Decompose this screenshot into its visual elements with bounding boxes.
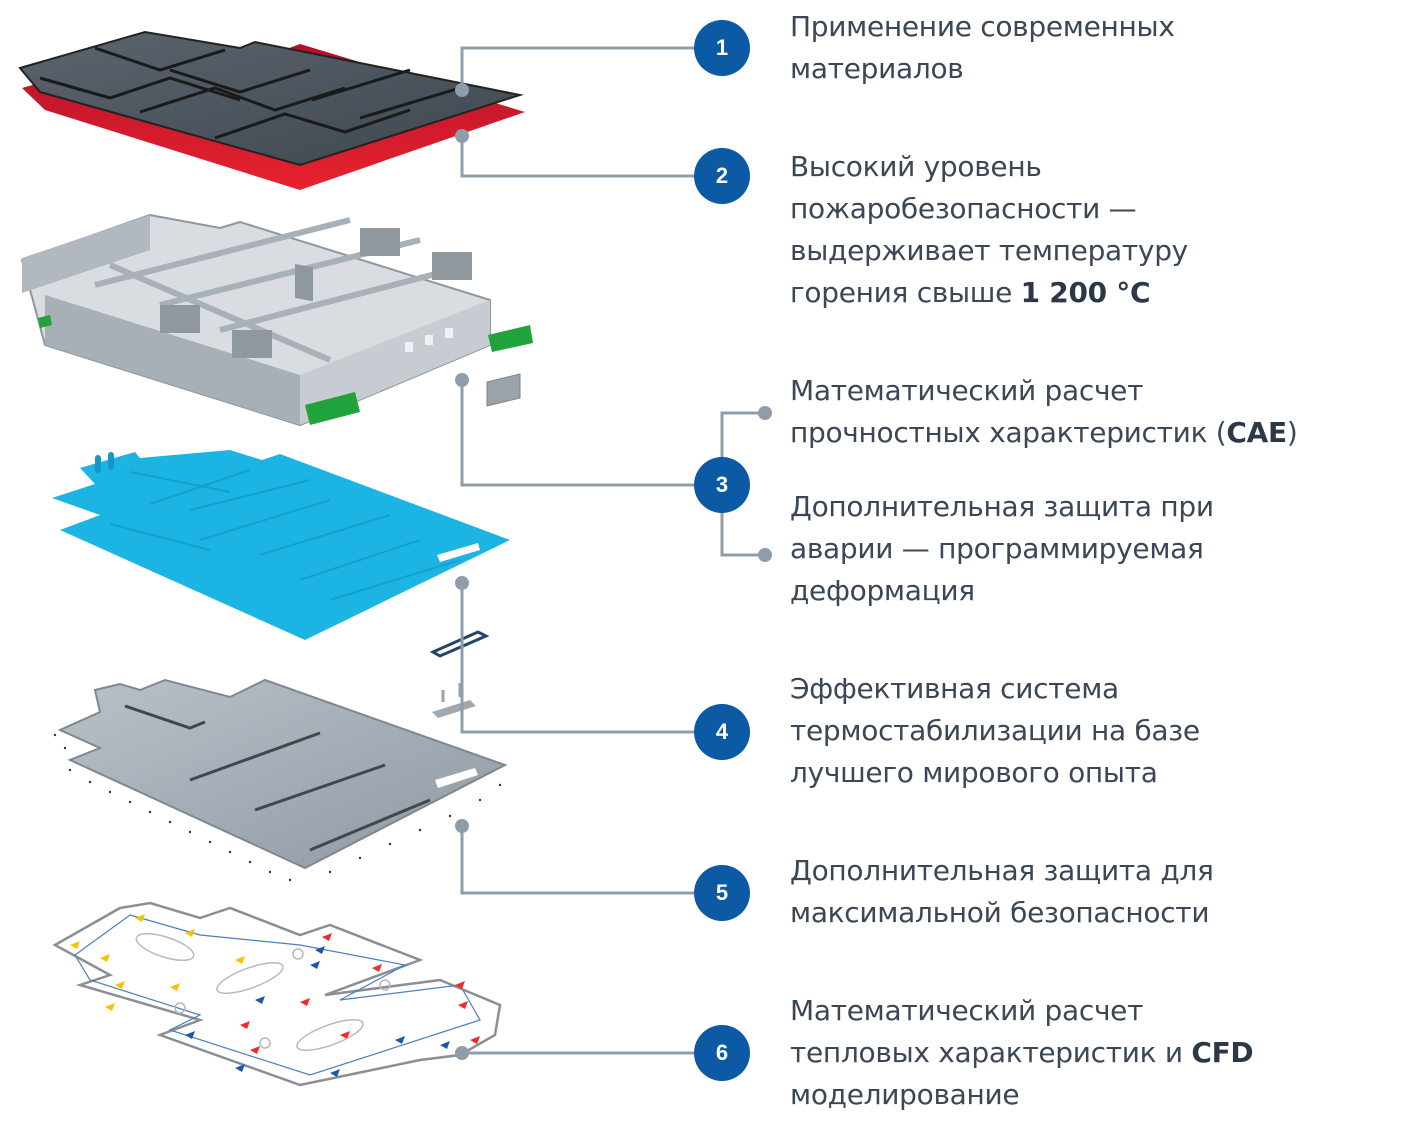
connector-2 — [455, 129, 722, 178]
feature-2-text: Высокий уровень пожаробезопасности — выд… — [790, 150, 1188, 309]
cooling-plate — [52, 450, 510, 640]
badge-6: 6 — [694, 1025, 750, 1081]
thermal-connector-parts — [429, 630, 490, 718]
feature-4-text: Эффективная система термостабилизации на… — [790, 672, 1200, 789]
bottom-protection-tray — [53, 678, 508, 882]
cfd-label: CFD — [1191, 1036, 1254, 1069]
badge-3: 3 — [694, 457, 750, 513]
badge-1: 1 — [694, 20, 750, 76]
connector-1 — [455, 46, 722, 97]
feature-6-text: Математический расчет тепловых характери… — [790, 994, 1254, 1111]
cae-label: CAE — [1226, 416, 1287, 449]
connector-5 — [455, 819, 722, 895]
feature-3a-text: Математический расчет прочностных характ… — [790, 374, 1298, 449]
cooling-flow-diagram — [52, 901, 502, 1087]
connector-4 — [455, 576, 722, 734]
feature-1-text: Применение современных материалов — [790, 10, 1175, 85]
badge-5: 5 — [694, 865, 750, 921]
badge-4: 4 — [694, 704, 750, 760]
temperature-value: 1 200 °C — [1020, 276, 1151, 309]
connector-6 — [455, 1046, 722, 1060]
feature-3b-text: Дополнительная защита при аварии — прогр… — [790, 490, 1214, 607]
feature-5-text: Дополнительная защита для максимальной б… — [790, 854, 1214, 929]
composite-lid — [18, 30, 524, 167]
badge-2: 2 — [694, 148, 750, 204]
structural-frame — [20, 213, 533, 427]
